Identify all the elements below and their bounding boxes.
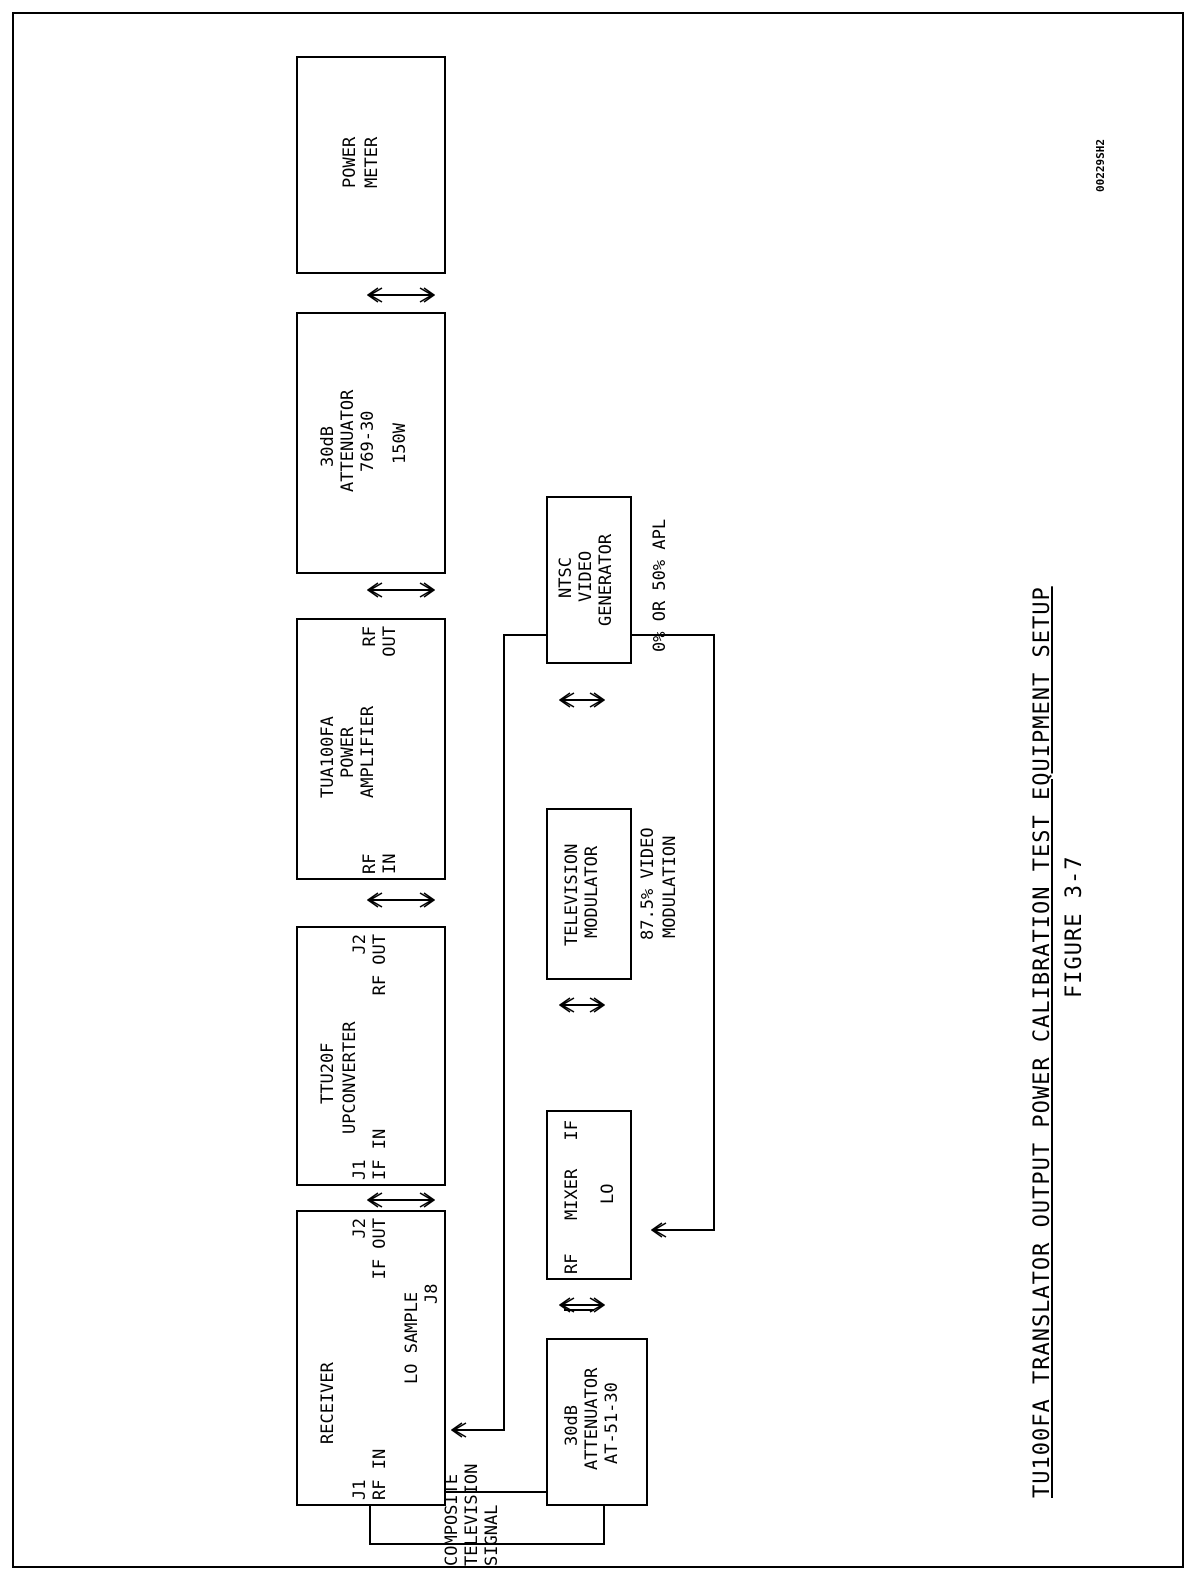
attenuator-small-model: AT-51-30	[602, 1382, 622, 1464]
attenuator-main-value: 30dB	[318, 426, 338, 467]
receiver-if-out-label: IF OUT	[370, 1218, 390, 1280]
upconverter-name: UPCONVERTER	[340, 1021, 360, 1134]
video-generator-block: NTSC VIDEO GENERATOR	[546, 496, 632, 664]
mixer-if-label: IF	[562, 1120, 582, 1141]
receiver-block: RECEIVER J1 RF IN J2 IF OUT LO SAMPLE J8	[296, 1210, 446, 1506]
video-generator-line3: GENERATOR	[596, 533, 616, 626]
mixer-rf-label: RF	[562, 1253, 582, 1274]
amplifier-rf-in-label: RF IN	[360, 853, 400, 874]
attenuator-main-model: 769-30	[358, 410, 378, 472]
receiver-j1-label: J1	[350, 1479, 370, 1500]
upconverter-j2-label: J2	[350, 934, 370, 955]
video-generator-line1: NTSC	[556, 557, 576, 598]
attenuator-main-rating: 150W	[390, 423, 410, 464]
attenuator-small-name: ATTENUATOR	[582, 1367, 602, 1470]
tv-modulator-note-line2: MODULATION	[660, 835, 680, 938]
upconverter-model: TTU20F	[318, 1042, 338, 1104]
video-generator-line2: VIDEO	[576, 550, 596, 602]
receiver-rf-in-label: RF IN	[370, 1448, 390, 1500]
mixer-lo-label: LO	[598, 1183, 618, 1204]
receiver-lo-sample-label: LO SAMPLE	[402, 1291, 422, 1384]
rotated-diagram: RECEIVER J1 RF IN J2 IF OUT LO SAMPLE J8…	[14, 30, 1174, 1570]
composite-label-line2: TELEVISION	[462, 1463, 482, 1566]
composite-label-line1: COMPOSITE	[442, 1473, 462, 1566]
drawing-code: 00229SH2	[1094, 139, 1107, 192]
figure-number: FIGURE 3-7	[1062, 855, 1087, 998]
power-amplifier-block: TUA100FA POWER AMPLIFIER RF IN RF OUT	[296, 618, 446, 880]
tv-modulator-line1: TELEVISION	[562, 843, 582, 946]
receiver-name: RECEIVER	[318, 1362, 338, 1444]
upconverter-j1-label: J1	[350, 1159, 370, 1180]
drawing-frame: RECEIVER J1 RF IN J2 IF OUT LO SAMPLE J8…	[12, 12, 1184, 1568]
tv-modulator-line2: MODULATOR	[582, 845, 602, 938]
mixer-name: MIXER	[562, 1168, 582, 1220]
receiver-j2-label: J2	[350, 1218, 370, 1239]
attenuator-main-block: 30dB ATTENUATOR 769-30 150W	[296, 312, 446, 574]
tv-modulator-note-line1: 87.5% VIDEO	[638, 827, 658, 940]
tv-modulator-block: TELEVISION MODULATOR	[546, 808, 632, 980]
attenuator-small-block: 30dB ATTENUATOR AT-51-30	[546, 1338, 648, 1506]
amplifier-rf-out-label: RF OUT	[360, 626, 400, 657]
power-meter-line2: METER	[362, 136, 382, 188]
attenuator-small-value: 30dB	[562, 1405, 582, 1446]
upconverter-if-in-label: IF IN	[370, 1128, 390, 1180]
video-generator-note: 0% OR 50% APL	[650, 518, 670, 652]
attenuator-main-name: ATTENUATOR	[338, 389, 358, 492]
figure-title: TU100FA TRANSLATOR OUTPUT POWER CALIBRAT…	[1030, 586, 1055, 1498]
composite-label-line3: SIGNAL	[482, 1504, 502, 1566]
amplifier-name-line2: AMPLIFIER	[358, 705, 378, 798]
upconverter-block: TTU20F UPCONVERTER J1 IF IN J2 RF OUT	[296, 926, 446, 1186]
mixer-block: RF MIXER IF LO	[546, 1110, 632, 1280]
power-meter-block: POWER METER	[296, 56, 446, 274]
receiver-j8-label: J8	[422, 1283, 442, 1304]
power-meter-line1: POWER	[340, 136, 360, 188]
amplifier-name-line1: POWER	[338, 726, 358, 778]
amplifier-model: TUA100FA	[318, 716, 338, 798]
upconverter-rf-out-label: RF OUT	[370, 934, 390, 996]
